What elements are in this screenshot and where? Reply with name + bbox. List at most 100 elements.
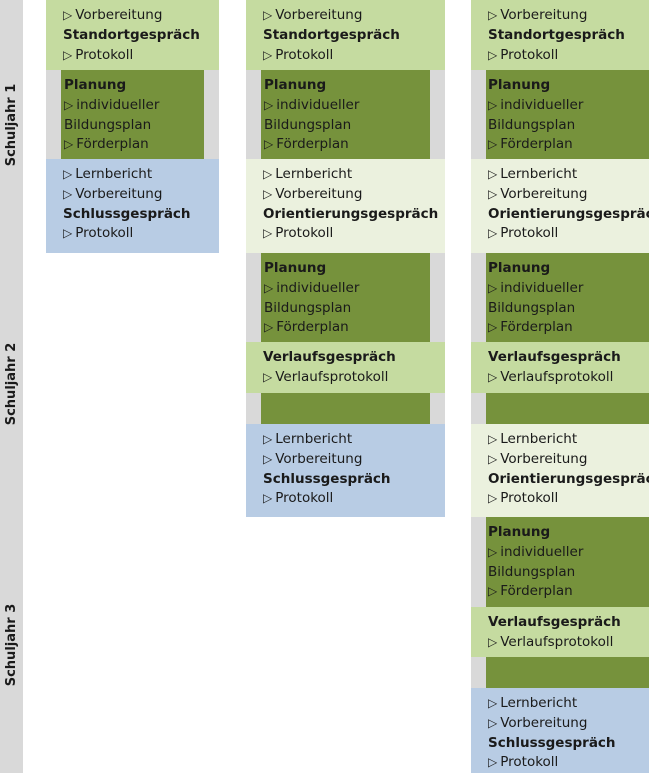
year-label-3: Schuljahr 3 [4, 603, 19, 687]
block-line-text: Planung [264, 77, 327, 93]
block-line: ▷Vorbereitung [488, 185, 649, 205]
block-line: ▷Vorbereitung [263, 6, 445, 26]
block-heading: Verlaufsgespräch [488, 613, 649, 633]
block-line: ▷individueller [264, 96, 430, 116]
block-line-text: Förderplan [500, 583, 573, 600]
block-heading: Planung [488, 523, 649, 543]
block-line: ▷Protokoll [488, 753, 649, 773]
block-heading: Schlussgespräch [63, 205, 219, 225]
triangle-right-icon: ▷ [263, 451, 273, 466]
triangle-right-icon: ▷ [63, 8, 73, 22]
block-line-text: Standortgespräch [488, 26, 625, 43]
block-line-text: individueller [276, 96, 360, 113]
block-line: ▷Förderplan [488, 582, 649, 602]
block-line: ▷Förderplan [488, 135, 649, 155]
block-line-text: Bildungsplan [64, 116, 152, 133]
block-line: ▷Vorbereitung [488, 714, 649, 734]
block-line: ▷Protokoll [488, 224, 649, 244]
block-line: ▷Vorbereitung [63, 6, 219, 26]
block-line: ▷individueller [488, 96, 649, 116]
triangle-right-icon: ▷ [488, 432, 498, 446]
block-line-text: Lernbericht [500, 695, 578, 711]
block-heading: Verlaufsgespräch [263, 348, 445, 368]
block-line: ▷individueller [64, 96, 204, 116]
block-line-text: Orientierungsgespräch [263, 205, 439, 222]
block-line: ▷Vorbereitung [488, 6, 649, 26]
block-line: ▷Verlaufsprotokoll [488, 633, 649, 653]
block-line: ▷individueller [264, 279, 430, 299]
triangle-right-icon: ▷ [488, 544, 498, 559]
year-label-1: Schuljahr 1 [4, 83, 19, 167]
triangle-right-icon: ▷ [488, 186, 498, 201]
block-line-text: individueller [276, 279, 360, 296]
block-line: Bildungsplan [488, 299, 649, 319]
block-line-text: Vorbereitung [75, 185, 163, 202]
block-line: ▷Vorbereitung [263, 185, 445, 205]
block-heading: Standortgespräch [63, 26, 219, 46]
block-line-text: Schlussgespräch [63, 205, 191, 222]
block-line: ▷Protokoll [488, 489, 649, 509]
block-line-text: Protokoll [75, 46, 134, 63]
block-line: ▷Protokoll [63, 46, 219, 66]
block-line-text: Planung [488, 260, 551, 276]
column-2-verlaufsgespraech: Verlaufsgespräch▷Verlaufsprotokoll [246, 342, 445, 393]
block-line: ▷Vorbereitung [488, 450, 649, 470]
triangle-right-icon: ▷ [488, 97, 498, 112]
block-line-text: Standortgespräch [63, 26, 200, 43]
block-line: ▷Förderplan [264, 318, 430, 338]
block-line: Bildungsplan [264, 116, 430, 136]
triangle-right-icon: ▷ [488, 696, 498, 710]
block-line-text: Planung [488, 524, 551, 540]
triangle-right-icon: ▷ [488, 320, 498, 335]
triangle-right-icon: ▷ [63, 47, 73, 62]
triangle-right-icon: ▷ [488, 369, 498, 384]
block-line-text: Lernbericht [275, 166, 353, 182]
triangle-right-icon: ▷ [488, 491, 498, 506]
block-line-text: individueller [500, 279, 584, 296]
block-line-text: Vorbereitung [500, 714, 588, 731]
triangle-right-icon: ▷ [64, 137, 74, 152]
block-line-text: Verlaufsgespräch [488, 614, 621, 630]
block-line-text: Vorbereitung [75, 7, 163, 23]
block-line-text: Protokoll [275, 490, 334, 507]
block-line-text: Protokoll [500, 754, 559, 771]
triangle-right-icon: ▷ [488, 280, 498, 295]
block-heading: Standortgespräch [488, 26, 649, 46]
block-heading: Standortgespräch [263, 26, 445, 46]
block-line-text: Orientierungsgespräch [488, 470, 649, 487]
year-sidebar: Schuljahr 1 Schuljahr 2 Schuljahr 3 [0, 0, 23, 773]
block-line-text: individueller [500, 543, 584, 560]
block-line-text: Bildungsplan [488, 563, 576, 580]
triangle-right-icon: ▷ [263, 432, 273, 446]
block-line: Bildungsplan [488, 563, 649, 583]
block-line-text: Bildungsplan [488, 116, 576, 133]
block-line-text: Lernbericht [75, 166, 153, 182]
block-line: Bildungsplan [264, 299, 430, 319]
triangle-right-icon: ▷ [264, 280, 274, 295]
block-line-text: Lernbericht [500, 431, 578, 447]
block-line-text: Planung [64, 77, 127, 93]
triangle-right-icon: ▷ [488, 634, 498, 649]
block-line: ▷Lernbericht [488, 430, 649, 450]
triangle-right-icon: ▷ [264, 97, 274, 112]
block-line: ▷Protokoll [263, 489, 445, 509]
block-line-text: Bildungsplan [264, 116, 352, 133]
block-line-text: Förderplan [276, 319, 349, 336]
triangle-right-icon: ▷ [488, 8, 498, 22]
block-line-text: Förderplan [500, 319, 573, 336]
triangle-right-icon: ▷ [488, 167, 498, 181]
block-line-text: Protokoll [500, 225, 559, 242]
block-heading: Planung [488, 259, 649, 279]
block-line: ▷Protokoll [263, 224, 445, 244]
block-line-text: Vorbereitung [500, 7, 588, 23]
block-line: ▷Verlaufsprotokoll [263, 368, 445, 388]
triangle-right-icon: ▷ [263, 491, 273, 506]
triangle-right-icon: ▷ [488, 451, 498, 466]
block-line: Bildungsplan [488, 116, 649, 136]
block-line: ▷individueller [488, 543, 649, 563]
